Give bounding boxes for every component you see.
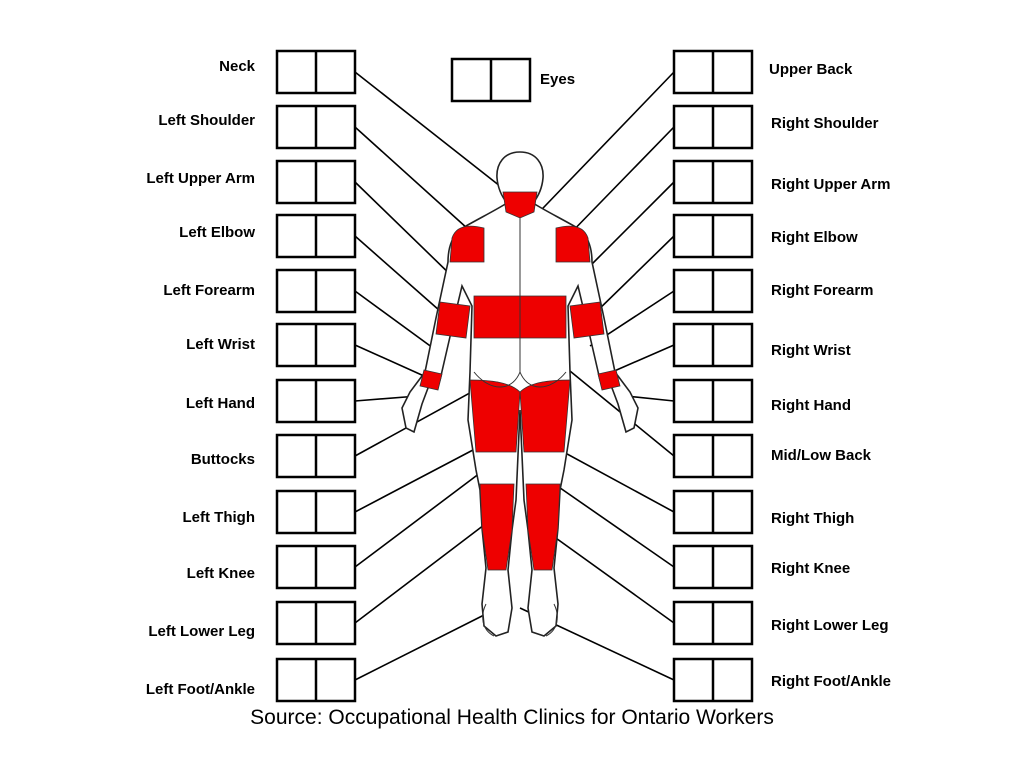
- label-right-hand: Right Hand: [771, 397, 851, 414]
- left-shoulder-region: [449, 225, 485, 263]
- checkbox-left-thigh[interactable]: [275, 489, 357, 535]
- label-left-elbow: Left Elbow: [179, 224, 255, 241]
- checkbox-eyes[interactable]: [450, 57, 532, 103]
- left-wrist-region: [419, 369, 443, 391]
- label-neck: Neck: [219, 58, 255, 75]
- checkbox-left-foot-ankle[interactable]: [275, 657, 357, 703]
- checkbox-left-upper-arm[interactable]: [275, 159, 357, 205]
- checkbox-right-wrist[interactable]: [672, 322, 754, 368]
- label-right-foot-ankle: Right Foot/Ankle: [771, 673, 891, 690]
- buttock-crease: [473, 370, 567, 388]
- leader-line-neck: [354, 71, 506, 191]
- leader-line-right-hand: [625, 395, 675, 402]
- checkbox-right-upper-arm[interactable]: [672, 159, 754, 205]
- left-lower-leg-region: [479, 483, 515, 571]
- label-left-shoulder: Left Shoulder: [158, 112, 255, 129]
- checkbox-right-forearm[interactable]: [672, 268, 754, 314]
- label-left-forearm: Left Forearm: [163, 282, 255, 299]
- checkbox-left-elbow[interactable]: [275, 213, 357, 259]
- label-left-upper-arm: Left Upper Arm: [146, 170, 255, 187]
- label-left-wrist: Left Wrist: [186, 336, 255, 353]
- checkbox-right-elbow[interactable]: [672, 213, 754, 259]
- left-forearm-region: [435, 301, 471, 339]
- right-wrist-region: [597, 369, 621, 391]
- label-right-upper-arm: Right Upper Arm: [771, 176, 891, 193]
- label-right-forearm: Right Forearm: [771, 282, 874, 299]
- label-right-lower-leg: Right Lower Leg: [771, 617, 889, 634]
- leader-line-left-wrist: [354, 344, 425, 377]
- checkbox-left-knee[interactable]: [275, 544, 357, 590]
- leader-line-right-wrist: [611, 344, 675, 373]
- label-left-foot-ankle: Left Foot/Ankle: [145, 681, 255, 698]
- right-foot-outline: [545, 603, 558, 637]
- leader-line-left-knee: [354, 469, 485, 568]
- label-left-hand: Left Hand: [185, 395, 255, 412]
- label-left-thigh: Left Thigh: [182, 509, 255, 526]
- leader-line-right-elbow: [591, 235, 675, 317]
- checkbox-right-thigh[interactable]: [672, 489, 754, 535]
- label-eyes: Eyes: [540, 71, 576, 88]
- label-upper-back: Upper Back: [769, 61, 853, 78]
- leader-line-left-shoulder: [354, 126, 479, 239]
- leader-line-left-upper-arm: [354, 181, 459, 283]
- checkbox-right-foot-ankle[interactable]: [672, 657, 754, 703]
- leader-line-right-knee: [539, 473, 675, 568]
- checkbox-left-shoulder[interactable]: [275, 104, 357, 150]
- neck-region: [502, 191, 538, 219]
- label-mid-low-back: Mid/Low Back: [771, 447, 872, 464]
- checkbox-grid: [275, 49, 754, 703]
- right-thigh-region: [519, 379, 571, 453]
- leader-line-right-shoulder: [563, 126, 675, 241]
- checkbox-right-hand[interactable]: [672, 378, 754, 424]
- checkbox-buttocks[interactable]: [275, 433, 357, 479]
- leader-line-right-upper-arm: [581, 181, 675, 275]
- checkbox-right-shoulder[interactable]: [672, 104, 754, 150]
- checkbox-left-hand[interactable]: [275, 378, 357, 424]
- checkbox-right-lower-leg[interactable]: [672, 600, 754, 646]
- label-right-shoulder: Right Shoulder: [771, 115, 879, 132]
- left-thigh-region: [469, 379, 521, 453]
- checkbox-neck[interactable]: [275, 49, 357, 95]
- source-caption: Source: Occupational Health Clinics for …: [250, 706, 774, 729]
- right-shoulder-region: [555, 225, 591, 263]
- label-right-knee: Right Knee: [771, 560, 851, 577]
- human-figure-back-view: [401, 151, 639, 637]
- leader-line-left-lower-leg: [354, 524, 485, 624]
- label-right-wrist: Right Wrist: [771, 342, 851, 359]
- left-foot-outline: [482, 603, 495, 637]
- checkbox-left-lower-leg[interactable]: [275, 600, 357, 646]
- leader-line-left-thigh: [354, 439, 493, 513]
- checkbox-left-wrist[interactable]: [275, 322, 357, 368]
- leader-line-left-elbow: [354, 235, 449, 319]
- label-right-elbow: Right Elbow: [771, 229, 858, 246]
- leader-line-left-forearm: [354, 290, 445, 357]
- leader-line-left-foot-ankle: [354, 611, 491, 681]
- checkbox-upper-back[interactable]: [672, 49, 754, 95]
- leader-line-upper-back: [519, 71, 675, 233]
- right-lower-leg-region: [525, 483, 561, 571]
- label-buttocks: Buttocks: [190, 451, 255, 468]
- right-forearm-region: [569, 301, 605, 339]
- label-left-lower-leg: Left Lower Leg: [148, 623, 255, 640]
- checkbox-left-forearm[interactable]: [275, 268, 357, 314]
- checkbox-mid-low-back[interactable]: [672, 433, 754, 479]
- label-right-thigh: Right Thigh: [771, 510, 855, 527]
- checkbox-right-knee[interactable]: [672, 544, 754, 590]
- label-left-knee: Left Knee: [186, 565, 255, 582]
